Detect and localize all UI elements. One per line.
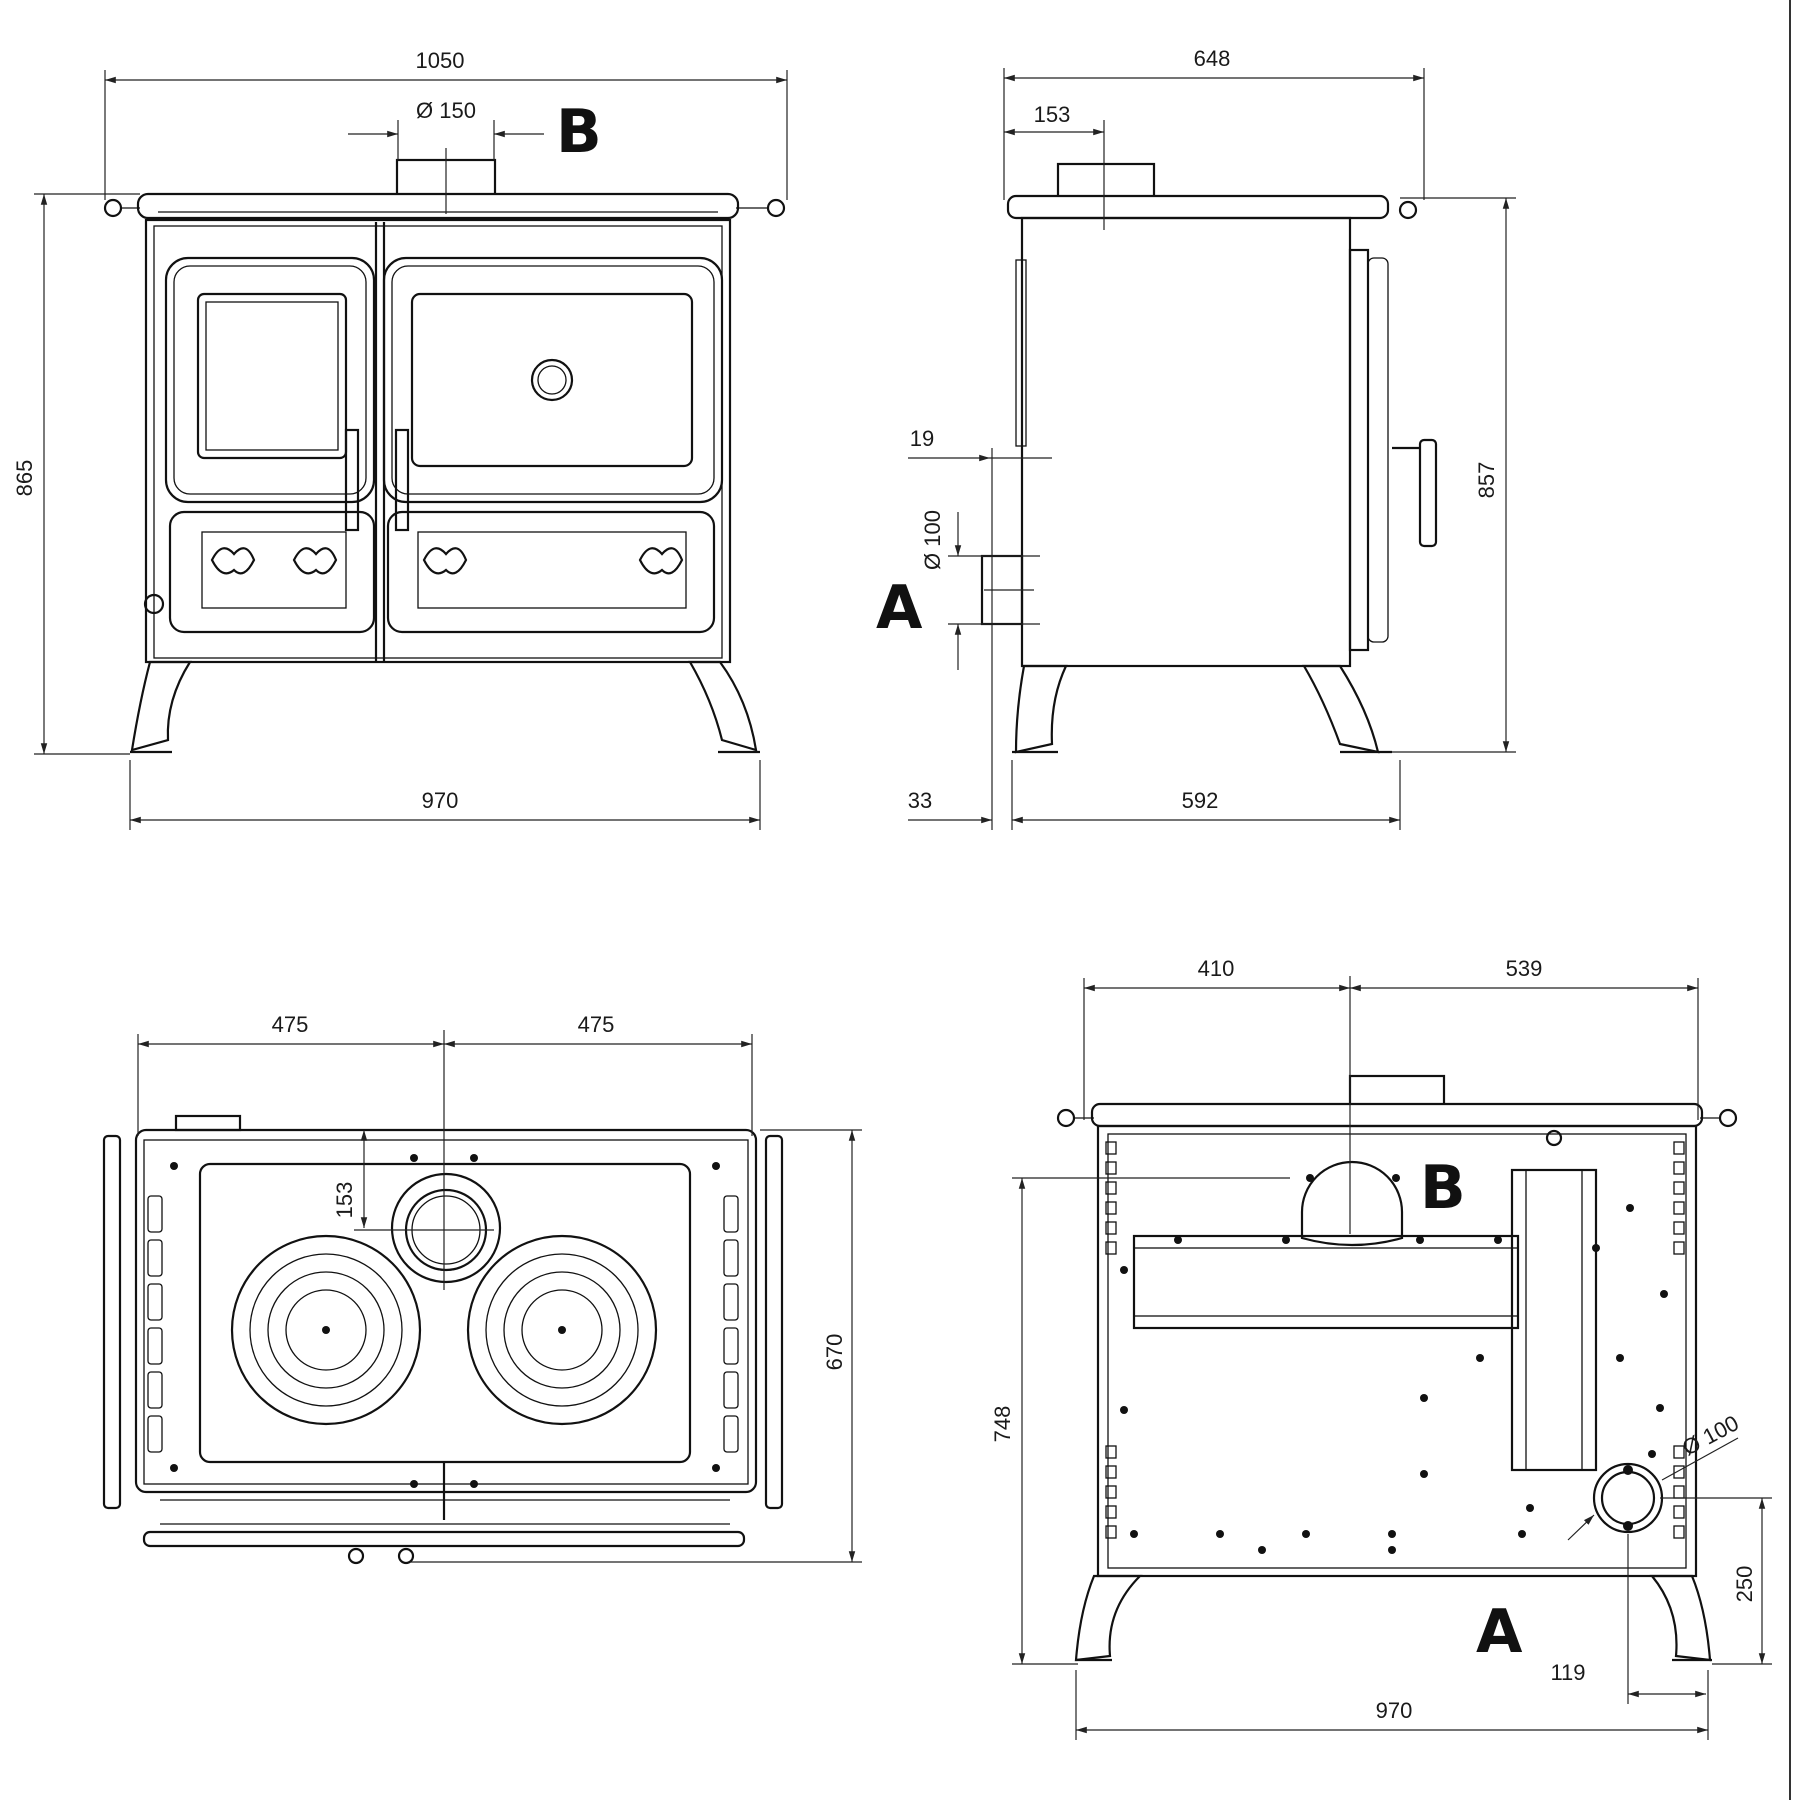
rear-vents-right xyxy=(1673,1141,1685,1539)
ash-drawer xyxy=(168,510,376,634)
top-front-rail xyxy=(142,1530,746,1548)
side-view xyxy=(980,162,1438,754)
side-inlet-marker: A xyxy=(876,573,923,643)
top-rail-left xyxy=(102,1134,122,1510)
front-leg-left xyxy=(130,660,192,752)
side-door-profile xyxy=(1348,248,1370,652)
side-inlet-diameter-label: Ø 100 xyxy=(920,510,945,570)
cooking-surface xyxy=(198,1162,692,1464)
top-vents-left xyxy=(147,1195,163,1453)
air-control-knob xyxy=(143,593,165,615)
firebox-glass xyxy=(196,292,348,460)
top-vents-right xyxy=(723,1195,739,1453)
rear-panel-vertical xyxy=(1510,1168,1598,1472)
hotplate-right xyxy=(466,1234,658,1426)
rear-left-offset-label: 410 xyxy=(1198,956,1235,981)
oven-handle xyxy=(394,428,410,532)
front-flue-diameter-label: Ø 150 xyxy=(416,98,476,123)
rear-top-plate xyxy=(1090,1102,1704,1128)
rear-view xyxy=(1056,1074,1738,1662)
top-view xyxy=(102,1114,784,1565)
front-height-label: 865 xyxy=(12,460,37,497)
rear-body xyxy=(1096,1124,1698,1578)
rear-bolts xyxy=(1120,1204,1668,1554)
firebox-handle xyxy=(344,428,360,532)
top-left-half-label: 475 xyxy=(272,1012,309,1037)
top-flue-stub xyxy=(174,1114,242,1132)
side-leg-right xyxy=(1302,664,1380,754)
rear-width-bottom-label: 970 xyxy=(1376,1698,1413,1723)
side-handle xyxy=(1418,438,1438,548)
rear-flue-collar xyxy=(1348,1074,1446,1108)
side-dimensions xyxy=(908,68,1516,830)
front-width-top-label: 1050 xyxy=(416,48,465,73)
wood-drawer xyxy=(386,510,716,634)
hotplate-left xyxy=(230,1234,422,1426)
ornament-3 xyxy=(422,547,468,575)
top-flue-ring xyxy=(390,1172,502,1284)
top-rail-right xyxy=(764,1134,784,1510)
front-view xyxy=(103,158,786,754)
front-width-bottom-label: 970 xyxy=(422,788,459,813)
front-leg-right xyxy=(688,660,758,752)
top-depth-label: 670 xyxy=(822,1334,847,1371)
front-top-plate xyxy=(136,192,740,220)
rear-flue-opening xyxy=(1300,1160,1404,1247)
side-leg-left xyxy=(1014,664,1068,754)
ornament-2 xyxy=(292,547,338,575)
rear-inlet-height-label: 250 xyxy=(1732,1566,1757,1603)
rear-right-offset-label: 539 xyxy=(1506,956,1543,981)
top-flue-offset-label: 153 xyxy=(332,1182,357,1219)
rear-inlet-side-offset-label: 119 xyxy=(1550,1660,1585,1685)
rear-inlet-marker: A xyxy=(1476,1597,1523,1667)
top-right-half-label: 475 xyxy=(578,1012,615,1037)
side-rear-offset-label: 33 xyxy=(908,788,932,813)
rear-leg-left xyxy=(1074,1574,1143,1662)
oven-window xyxy=(410,292,694,468)
ornament-1 xyxy=(210,547,256,575)
firebox-door xyxy=(164,256,376,504)
rear-leg-right xyxy=(1649,1574,1712,1662)
side-flue-offset-label: 153 xyxy=(1034,102,1071,127)
rear-vents-left xyxy=(1105,1141,1117,1539)
top-plate xyxy=(134,1128,758,1494)
side-body xyxy=(1020,216,1352,668)
side-inlet-offset-label: 19 xyxy=(910,426,934,451)
rail-knob-right xyxy=(766,198,786,218)
thermometer-icon xyxy=(530,358,574,402)
front-flue-marker: B xyxy=(556,97,602,167)
front-body xyxy=(144,218,732,664)
front-dimensions xyxy=(34,70,788,830)
side-top-plate xyxy=(1006,194,1390,220)
top-dimensions xyxy=(137,1030,862,1563)
side-depth-bottom-label: 592 xyxy=(1182,788,1219,813)
side-depth-top-label: 648 xyxy=(1194,46,1231,71)
rear-flue-marker: B xyxy=(1420,1153,1466,1223)
rail-knob-left xyxy=(103,198,123,218)
side-height-label: 857 xyxy=(1474,462,1499,499)
ornament-4 xyxy=(638,547,684,575)
rear-dimensions xyxy=(1012,976,1772,1740)
rear-panel-horizontal xyxy=(1132,1234,1520,1330)
rear-flue-height-label: 748 xyxy=(990,1406,1015,1443)
side-flue-collar xyxy=(1056,162,1156,200)
